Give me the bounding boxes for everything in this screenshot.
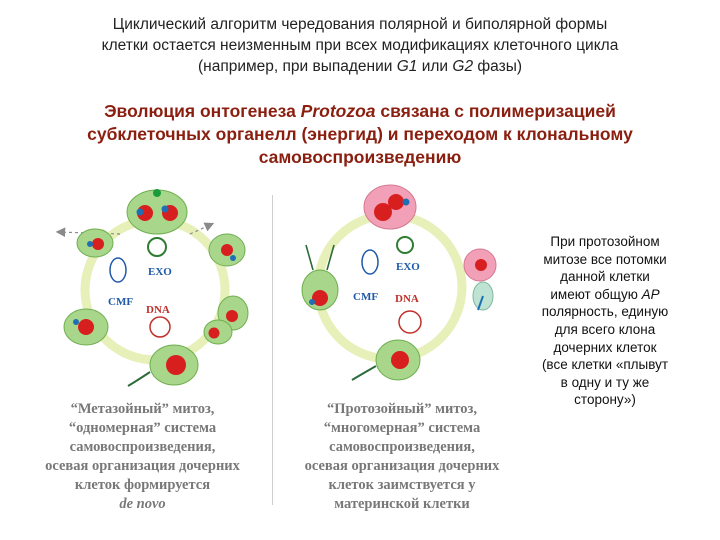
- left-dna-helix-icon: [149, 316, 171, 338]
- intro-g1: G1: [396, 58, 418, 75]
- left-arrow-daughter-2: [189, 222, 215, 235]
- side-note: При протозойном митозе все потомки данно…: [515, 233, 695, 409]
- left-nucleus-upper-left: [92, 238, 104, 250]
- right-cmf-spindle-icon: [361, 249, 379, 275]
- left-dna-label: DNA: [146, 304, 170, 316]
- caption-line: материнской клетки: [334, 496, 470, 512]
- right-nucleus-bottom: [391, 351, 409, 369]
- right-exo-label: EXO: [396, 261, 420, 273]
- side-note-line: данной клетки: [560, 269, 650, 285]
- side-note-line: (все клетки «плывут: [541, 357, 669, 373]
- intro-line-3-a: (например, при выпадении: [197, 58, 397, 75]
- caption-line: самовоспроизведения,: [69, 439, 216, 455]
- left-centrosome-2: [161, 205, 169, 213]
- headline-line-3: самовоспроизведению: [258, 147, 462, 167]
- caption-line: “Протозойный” митоз,: [327, 401, 477, 417]
- left-exo-cycle-icon: [147, 237, 167, 257]
- left-top-marker: [153, 189, 161, 197]
- side-note-line: митозе все потомки: [543, 251, 667, 267]
- side-note-line: в одну и ту же: [560, 374, 650, 390]
- caption-line: самовоспроизведения,: [329, 439, 475, 455]
- side-note-line: полярность, единую: [541, 304, 669, 320]
- left-nucleus-lower-left: [78, 319, 94, 335]
- diagram-divider: [272, 195, 273, 505]
- right-cycle-ring: [313, 210, 467, 364]
- left-nucleus-lower-right: [208, 327, 220, 339]
- left-nucleus-upper-right: [221, 244, 233, 256]
- right-flagellum-bottom: [351, 365, 377, 381]
- left-centrosome-1: [136, 208, 144, 216]
- left-centrosome-upper-right: [230, 255, 236, 261]
- left-exo-label: EXO: [148, 266, 172, 278]
- caption-de-novo: de novo: [119, 496, 166, 512]
- side-note-line: сторону»): [574, 392, 636, 408]
- caption-line: клеток формируется: [74, 477, 211, 493]
- right-teal-flagellum: [477, 295, 484, 311]
- side-note-line: дочерних клеток: [553, 339, 657, 355]
- intro-line-1: Циклический алгоритм чередования полярно…: [112, 16, 608, 33]
- right-dna-helix-icon: [398, 310, 422, 334]
- right-nucleus-2: [388, 194, 404, 210]
- headline-protozoa: Protozoa: [300, 101, 376, 121]
- caption-line: клеток заимствуется у: [328, 477, 476, 493]
- intro-line-2: клетки остается неизменным при всех моди…: [101, 37, 619, 54]
- left-cmf-label: CMF: [108, 296, 133, 308]
- headline-part-1: Эволюция онтогенеза: [104, 101, 301, 121]
- intro-line-3-b: или: [417, 58, 453, 75]
- side-note-ap: AP: [641, 286, 660, 302]
- left-centrosome-lower-left: [73, 319, 79, 325]
- left-nucleus-bottom: [166, 355, 186, 375]
- right-centrosome-left: [309, 299, 315, 305]
- caption-metazoan: “Метазойный” митоз, “одномерная” система…: [10, 400, 275, 514]
- left-centrosome-upper-left: [87, 241, 93, 247]
- right-flagella-pair: [305, 244, 335, 271]
- headline: Эволюция онтогенеза Protozoa связана с п…: [20, 100, 700, 169]
- left-cycle-diagram: EXO CMF DNA: [55, 189, 249, 387]
- caption-line: осевая организация дочерних: [304, 458, 500, 474]
- left-nucleus-right: [226, 310, 238, 322]
- caption-protozoan: “Протозойный” митоз, “многомерная” систе…: [282, 400, 522, 514]
- caption-line: de novo: [10, 495, 275, 514]
- caption-line: “Метазойный” митоз,: [70, 401, 215, 417]
- right-exo-cycle-icon: [396, 236, 414, 254]
- side-note-line: для всего клона: [554, 321, 656, 337]
- right-nucleus-1: [374, 203, 392, 221]
- headline-line-1: Эволюция онтогенеза Protozoa связана с п…: [20, 100, 700, 123]
- right-cycle-diagram: EXO CMF DNA: [301, 184, 497, 381]
- caption-line: осевая организация дочерних: [45, 458, 240, 474]
- side-note-line: При протозойном: [550, 234, 660, 249]
- left-flagellum: [127, 371, 151, 387]
- right-cmf-label: CMF: [353, 291, 378, 303]
- intro-g2: G2: [452, 58, 474, 75]
- caption-line: “одномерная” система: [68, 420, 217, 436]
- headline-part-2: связана с полимеризацией: [375, 101, 616, 121]
- intro-line-3-c: фазы): [473, 58, 523, 75]
- side-note-text: имеют общую: [550, 286, 642, 302]
- intro-text: Циклический алгоритм чередования полярно…: [20, 14, 700, 77]
- right-nucleus-upper-right: [475, 259, 487, 271]
- left-cmf-spindle-icon: [109, 257, 127, 283]
- intro-line-3: (например, при выпадении G1 или G2 фазы): [20, 56, 700, 77]
- caption-line: “многомерная” система: [323, 420, 481, 436]
- side-note-line: имеют общую AP: [515, 286, 695, 304]
- right-nucleus-left: [312, 290, 328, 306]
- headline-line-2: субклеточных органелл (энергид) и перехо…: [87, 124, 633, 144]
- right-centrosome: [402, 198, 410, 206]
- right-dna-label: DNA: [395, 293, 419, 305]
